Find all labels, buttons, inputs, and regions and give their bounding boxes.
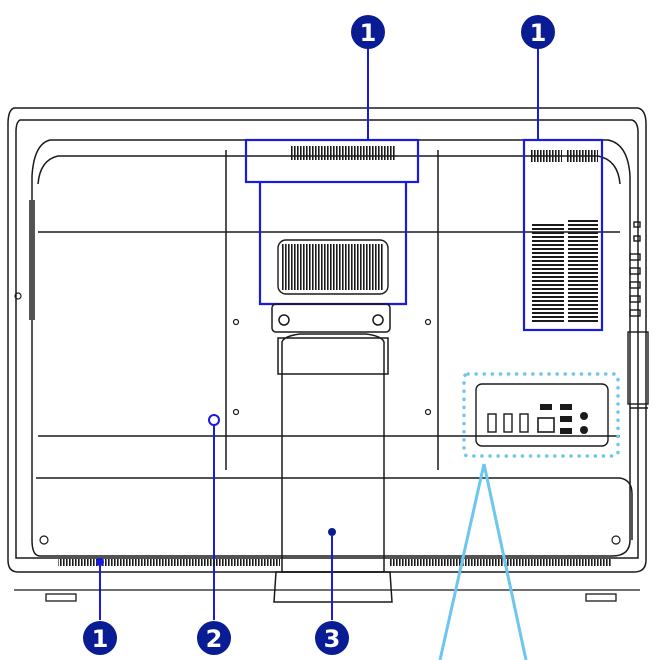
side-button-7: [629, 309, 641, 317]
callout-badge-stand: 3: [315, 621, 349, 655]
side-button-5: [629, 281, 641, 289]
back-shell-top-line: [58, 155, 621, 185]
callout-number: 2: [206, 625, 223, 653]
highlight-box-center-top: [244, 138, 420, 184]
highlight-box-right: [522, 138, 604, 332]
bottom-foot-right: [585, 593, 617, 602]
callout-number: 1: [530, 19, 547, 47]
vent-grille-mount: [277, 239, 389, 295]
io-port-usb-4: [560, 428, 572, 434]
vent-grille-right-b: [568, 218, 598, 322]
screw-right-bottom: [611, 535, 621, 545]
stand-hinge-screw-left: [278, 314, 290, 326]
stand-foot: [273, 571, 393, 603]
bottom-vent: [14, 558, 640, 620]
io-panel: [438, 372, 620, 660]
monitor-body: [7, 107, 647, 573]
vesa-screw-4: [424, 408, 432, 416]
callout-number: 1: [92, 625, 109, 653]
side-button-3: [629, 253, 641, 261]
callout-badge-vent-top-right: 1: [521, 15, 555, 49]
io-port-audio-2: [580, 426, 588, 434]
stand: [271, 303, 393, 603]
side-optical-drive: [627, 331, 649, 405]
screw-left-side: [14, 292, 22, 300]
stand-neck-top: [277, 337, 389, 375]
screws: [14, 292, 621, 545]
screw-left-bottom: [39, 535, 49, 545]
io-port-hdmi-2: [503, 413, 513, 433]
kensington-lock-slot: [208, 414, 220, 426]
callout-badge-kensington-lock: 2: [197, 621, 231, 655]
monitor-back-panel: [31, 139, 631, 557]
io-port-audio-1: [580, 412, 588, 420]
vesa-screw-1: [232, 318, 240, 326]
io-highlight-dotted: [462, 372, 620, 458]
callout-number: 1: [360, 19, 377, 47]
io-port-hdmi-3: [519, 413, 529, 433]
callout-badge-vent-top-center: 1: [351, 15, 385, 49]
bottom-vent-marker-dot: [96, 558, 104, 566]
side-buttons: [627, 221, 649, 409]
callout-badge-vent-bottom: 1: [83, 621, 117, 655]
side-button-1: [633, 221, 641, 228]
back-shell-top-left: [37, 155, 59, 185]
vesa-screw-2: [424, 318, 432, 326]
vent-grille-top-center: [290, 146, 396, 160]
monitor-inner-frame: [15, 119, 639, 559]
stand-hinge: [271, 303, 391, 333]
back-lower-shelf: [36, 477, 633, 540]
io-port-usb-2: [560, 404, 572, 410]
side-button-6: [629, 295, 641, 303]
vesa-screw-3: [232, 408, 240, 416]
vent-grille-bottom-right: [390, 559, 612, 566]
vent-grille-right-top-a: [530, 150, 562, 162]
top-center-vent: [244, 138, 420, 306]
io-callout-line-left: [438, 463, 486, 660]
side-button-2: [633, 235, 641, 242]
io-port-usb-3: [560, 416, 572, 422]
io-callout-line-right: [482, 463, 528, 660]
bottom-foot-left: [45, 593, 77, 602]
kensington-lock: [208, 414, 220, 620]
vent-grille-right-top-b: [566, 150, 598, 162]
io-panel-frame: [475, 383, 609, 447]
vent-grille-mount-fill: [282, 244, 384, 290]
vent-grille-bottom-left: [58, 559, 280, 566]
stand-column: [281, 333, 385, 573]
monitor-outer-frame: [7, 107, 647, 573]
stand-marker-dot: [328, 528, 336, 536]
stand-hinge-screw-right: [372, 314, 384, 326]
side-button-4: [629, 267, 641, 275]
top-right-vent: [522, 138, 604, 332]
io-port-hdmi-1: [487, 413, 497, 433]
callout-number: 3: [324, 625, 341, 653]
io-port-usb-1: [540, 404, 552, 410]
vent-grille-right-a: [532, 224, 564, 322]
io-port-lan: [537, 417, 555, 433]
